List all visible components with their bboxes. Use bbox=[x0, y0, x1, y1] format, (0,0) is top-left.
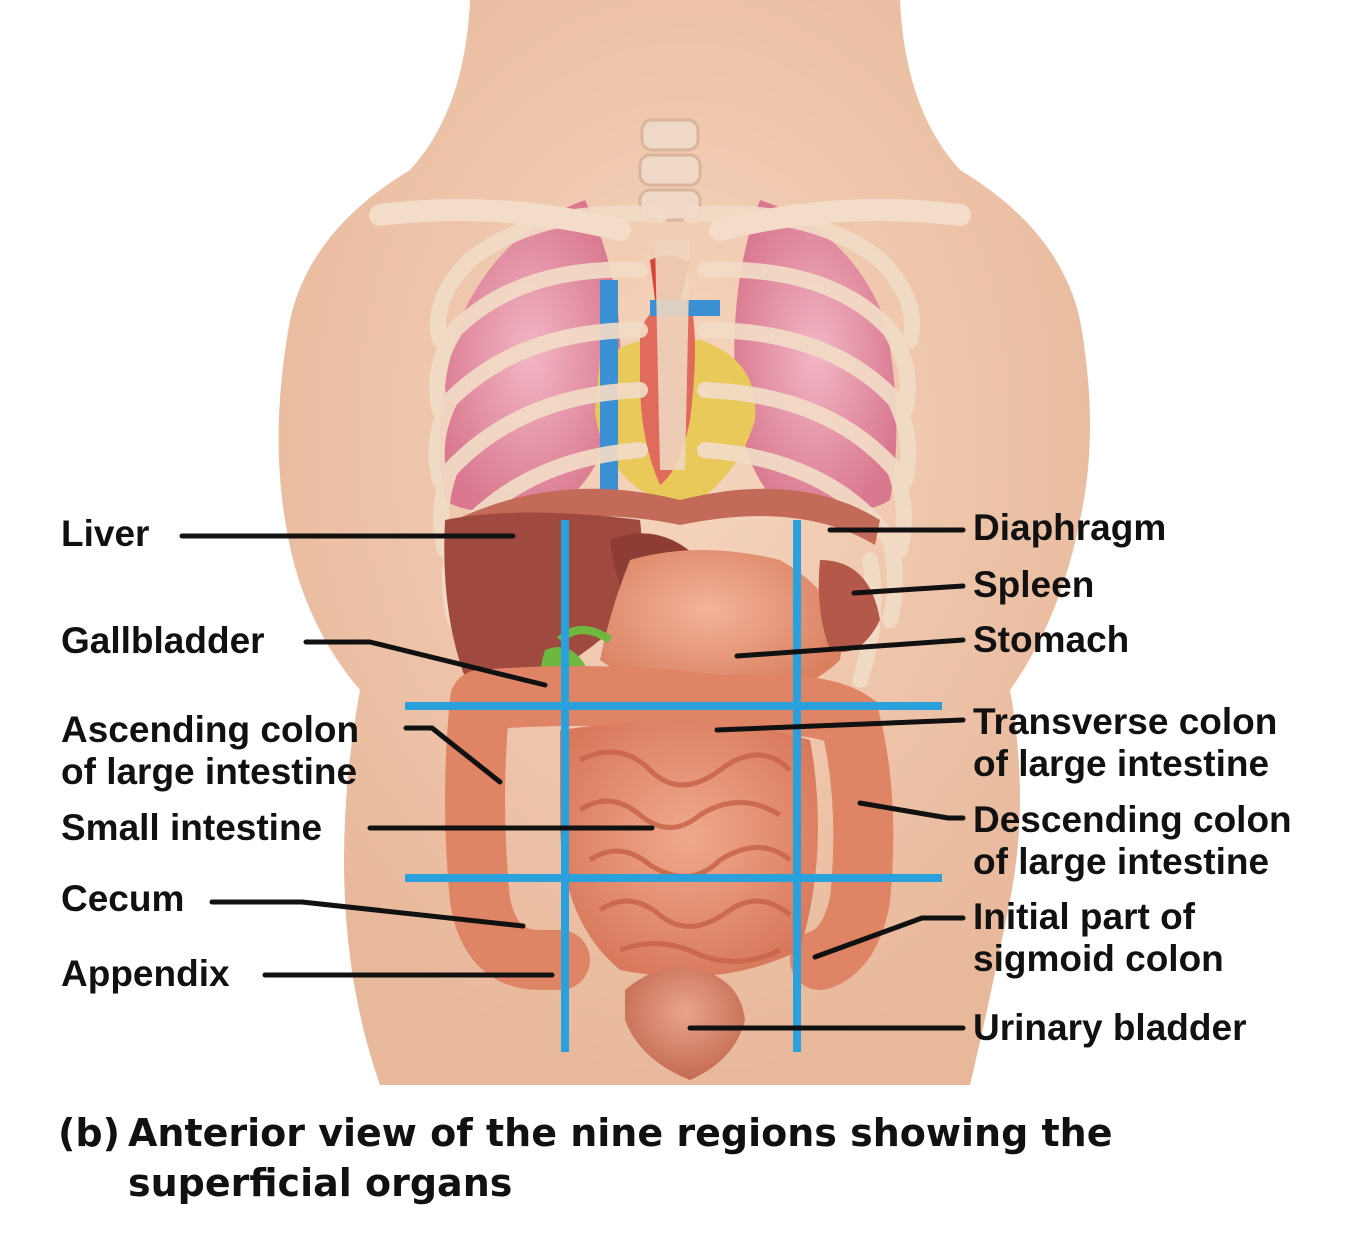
liver bbox=[444, 512, 642, 690]
diaphragm bbox=[455, 488, 880, 545]
small-intestine-mass bbox=[560, 722, 818, 977]
label-spleen: Spleen bbox=[973, 564, 1095, 605]
label-ascending-colon-line2: of large intestine bbox=[61, 751, 358, 792]
leader-sigmoid-colon bbox=[812, 915, 966, 960]
stomach bbox=[600, 550, 842, 700]
label-transverse-colon-line1: Transverse colon bbox=[973, 701, 1278, 742]
label-stomach: Stomach bbox=[973, 619, 1130, 660]
leader-lines bbox=[179, 527, 966, 1031]
label-small-intestine: Small intestine bbox=[61, 807, 323, 848]
leader-ascending-colon bbox=[403, 725, 503, 785]
spleen bbox=[818, 560, 880, 652]
label-liver: Liver bbox=[61, 513, 150, 554]
clavicles bbox=[369, 199, 971, 241]
label-sigmoid-colon-line1: Initial part of bbox=[973, 896, 1195, 937]
label-descending-colon-line2: of large intestine bbox=[973, 841, 1270, 882]
cervical-spine bbox=[638, 118, 702, 222]
leader-descending-colon bbox=[857, 800, 966, 821]
label-descending-colon-line1: Descending colon bbox=[973, 799, 1292, 840]
urinary-bladder bbox=[625, 967, 745, 1080]
rib-cage bbox=[428, 205, 920, 688]
leader-spleen bbox=[851, 583, 966, 596]
label-ascending-colon-line1: Ascending colon bbox=[61, 709, 360, 750]
label-gallbladder: Gallbladder bbox=[61, 620, 265, 661]
leader-stomach bbox=[734, 637, 966, 659]
caption-line1: Anterior view of the nine regions showin… bbox=[128, 1111, 1113, 1155]
label-cecum: Cecum bbox=[61, 878, 185, 919]
label-transverse-colon-line2: of large intestine bbox=[973, 743, 1270, 784]
label-diaphragm: Diaphragm bbox=[973, 507, 1167, 548]
label-appendix: Appendix bbox=[61, 953, 230, 994]
sternum bbox=[655, 240, 690, 470]
leader-cecum bbox=[209, 899, 526, 929]
region-lines bbox=[405, 520, 942, 1052]
leader-gallbladder bbox=[303, 639, 548, 688]
caption-line2: superficial organs bbox=[128, 1161, 513, 1205]
label-sigmoid-colon-line2: sigmoid colon bbox=[973, 938, 1224, 979]
caption-letter: (b) bbox=[58, 1111, 120, 1155]
leader-transverse-colon bbox=[714, 717, 966, 733]
large-intestine bbox=[445, 666, 894, 990]
label-urinary-bladder: Urinary bladder bbox=[973, 1007, 1247, 1048]
